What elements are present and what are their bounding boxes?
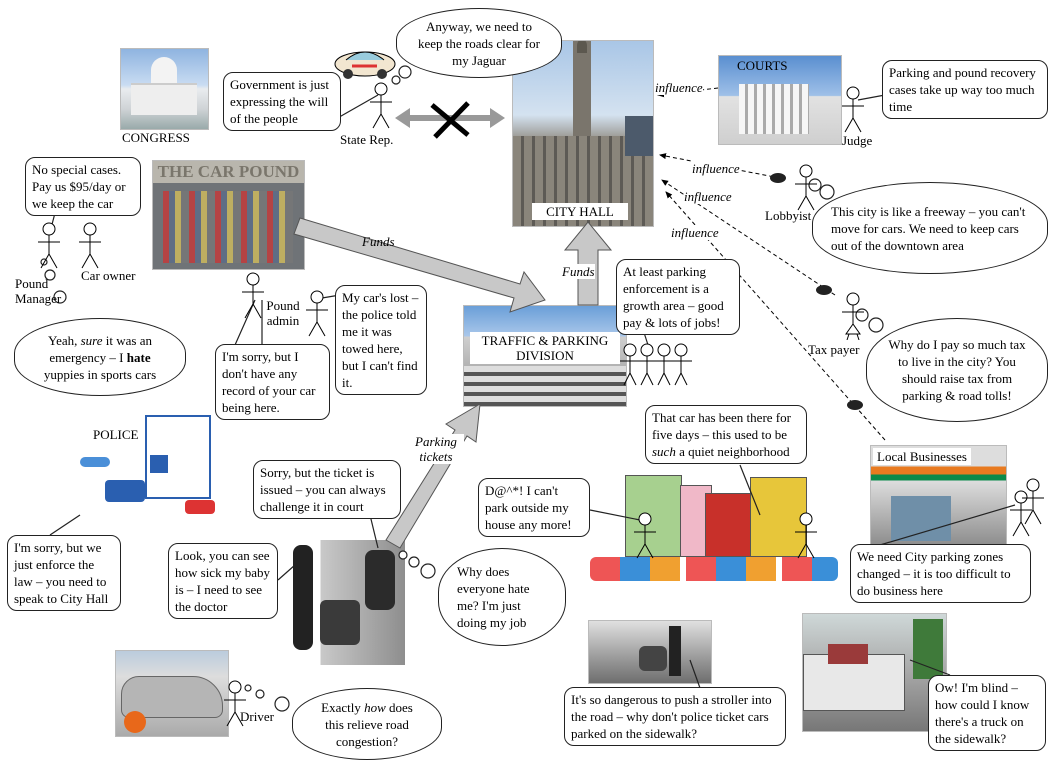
state-rep-cityhall-broken-link (395, 101, 505, 139)
state-rep-thought: Anyway, we need to keep the roads clear … (396, 8, 562, 78)
tax-payer-label: Tax payer (808, 342, 860, 357)
t1: That car has been there for five days – … (652, 410, 791, 442)
blind-pedestrian-speech: Ow! I'm blind – how could I know there's… (928, 675, 1046, 751)
t1: Yeah, (47, 332, 81, 348)
t3: does this relieve road congestion? (325, 699, 413, 749)
tax-payer-thought: Why do I pay so much tax to live in the … (866, 318, 1048, 422)
funds-label-pound: Funds (362, 234, 395, 249)
state-rep-speech: Government is just expressing the will o… (223, 72, 341, 131)
funds-arrow-division (563, 221, 613, 306)
police-speech: I'm sorry, but we just enforce the law –… (7, 535, 121, 611)
business-megaphone-icon (847, 400, 863, 410)
business-speech: We need City parking zones changed – it … (850, 544, 1031, 603)
booted-car-photo (115, 650, 229, 737)
congress-photo (120, 48, 209, 130)
influence-arrow-lobbyist (659, 153, 781, 179)
courts-label: COURTS (737, 58, 788, 73)
officer-thought: Why does everyone hate me? I'm just doin… (438, 548, 566, 646)
funds-arrow-pound (293, 217, 546, 313)
local-businesses-label: Local Businesses (873, 448, 971, 465)
taxpayer-megaphone-icon (816, 285, 832, 295)
business-owner-figure-2 (1022, 478, 1044, 525)
influence-label-courts: influence (655, 80, 703, 95)
stroller-speech: It's so dangerous to push a stroller int… (564, 687, 786, 746)
pound-manager-label: Pound Manager (15, 276, 62, 306)
t2: sure (80, 332, 103, 348)
t2: such (652, 444, 676, 459)
congress-label: CONGRESS (122, 130, 190, 145)
street-houses-illustration (590, 465, 838, 585)
truck-on-sidewalk-photo (802, 613, 947, 732)
courts-photo (718, 55, 842, 145)
pound-manager-thought: Yeah, sure it was an emergency – I hate … (14, 318, 186, 396)
lobbyist-thought: This city is like a freeway – you can't … (812, 182, 1048, 274)
driver-label: Driver (240, 709, 274, 724)
jaguar-car-cartoon (332, 44, 398, 80)
parking-tickets-label: Parking tickets (408, 434, 464, 464)
state-rep-figure (370, 82, 392, 129)
pound-manager-speech: No special cases. Pay us $95/day or we k… (25, 157, 141, 216)
pound-admin-speech: I'm sorry, but I don't have any record o… (215, 344, 330, 420)
t3: it was an emergency – I (49, 332, 152, 365)
pound-admin-label: Pound admin (266, 298, 300, 328)
car-pound-photo: THE CAR POUND (152, 160, 305, 270)
influence-label-business: influence (671, 225, 719, 240)
judge-label: Judge (842, 133, 873, 148)
police-lego-photo (75, 395, 235, 520)
neighbor-figure (795, 512, 817, 559)
resident-angry-speech: D@^*! I can't park outside my house any … (478, 478, 590, 537)
resident-figure (634, 512, 656, 559)
mother-speech: Look, you can see how sick my baby is – … (168, 543, 278, 619)
tax-payer-figure (842, 292, 864, 340)
city-hall-label: CITY HALL (532, 203, 628, 220)
police-label: POLICE (93, 427, 139, 442)
t4: hate (126, 349, 151, 365)
t1: Exactly (321, 699, 365, 715)
mother-and-officer-photo (275, 540, 405, 665)
officer-speech: Sorry, but the ticket is issued – you ca… (253, 460, 401, 519)
state-rep-label: State Rep. (340, 132, 394, 147)
traffic-division-label: TRAFFIC & PARKING DIVISION (470, 332, 620, 364)
influence-label-taxpayer: influence (684, 189, 732, 204)
judge-speech: Parking and pound recovery cases take up… (882, 60, 1048, 119)
influence-label-lobbyist: influence (692, 161, 740, 176)
funds-label-division: Funds (562, 264, 595, 279)
division-staff-speech: At least parking enforcement is a growth… (616, 259, 740, 335)
driver-thought: Exactly how does this relieve road conge… (292, 688, 442, 760)
stroller-sidewalk-photo (588, 620, 712, 684)
car-owner-lost-speech: My car's lost – the police told me it wa… (335, 285, 427, 395)
car-owner-label: Car owner (81, 268, 136, 283)
t2: how (364, 699, 386, 715)
t5: yuppies in sports cars (43, 366, 157, 382)
pound-manager-figure (38, 222, 60, 269)
lost-car-owner-figure (306, 290, 328, 337)
division-staff-figures (620, 343, 692, 386)
lobbyist-figure (795, 164, 817, 211)
judge-figure (842, 86, 864, 133)
pound-admin-figure (242, 272, 264, 319)
driver-figure (224, 680, 246, 727)
t3: a quiet neighborhood (675, 444, 790, 459)
neighbor-speech: That car has been there for five days – … (645, 405, 807, 464)
car-pound-title: THE CAR POUND (153, 161, 304, 183)
business-owner-figure-1 (1010, 490, 1032, 537)
lobbyist-label: Lobbyist (765, 208, 812, 223)
lobbyist-megaphone-icon (770, 173, 786, 183)
car-owner-figure (79, 222, 101, 269)
